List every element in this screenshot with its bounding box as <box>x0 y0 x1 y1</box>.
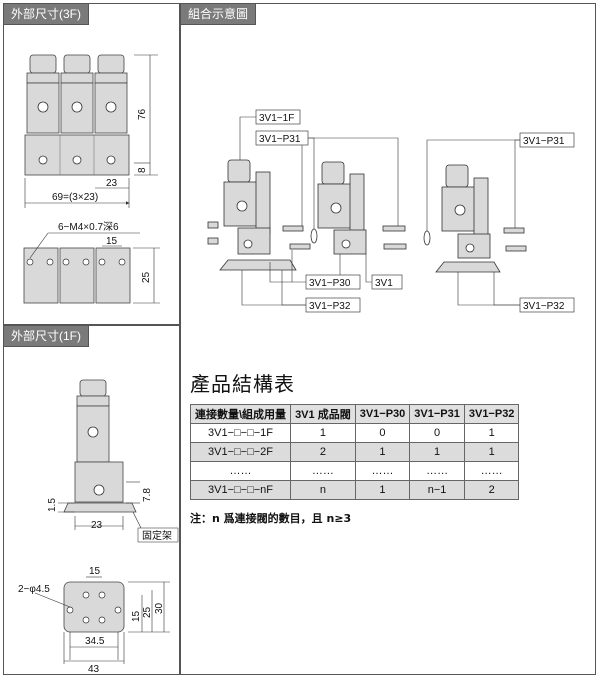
section-tab-ext-3f: 外部尺寸(3F) <box>3 3 89 25</box>
table-cell: 1 <box>463 423 520 443</box>
header-cell: 3V1−P32 <box>463 404 520 424</box>
product-structure-table: 連接數量\組成用量 3V1 成品閥 3V1−P30 3V1−P31 3V1−P3… <box>189 404 520 500</box>
dim-width-1f: 23 <box>91 520 103 531</box>
table-row: 3V1−□−□−2F 2 1 1 1 <box>189 442 520 462</box>
table-cell: 1 <box>463 442 520 462</box>
table-cell: …… <box>463 461 520 481</box>
table-cell: n <box>290 480 356 500</box>
label-3v1: 3V1 <box>375 278 393 289</box>
panel-assembly <box>180 3 596 675</box>
dim-hole-pitch-3f: 15 <box>106 236 118 247</box>
table-row: 3V1−□−□−nF n 1 n−1 2 <box>189 480 520 500</box>
dim-thread-3f: 6−M4×0.7深6 <box>58 221 119 233</box>
table-cell: 2 <box>290 442 356 462</box>
product-structure-title: 產品結構表 <box>190 372 295 396</box>
assembly-diagram <box>207 109 575 313</box>
table-cell: …… <box>189 461 292 481</box>
table-cell: 1 <box>354 442 411 462</box>
table-cell: …… <box>290 461 356 481</box>
dim-h1-1f: 1.5 <box>47 498 58 512</box>
header-cell: 3V1−P31 <box>409 404 465 424</box>
table-cell: …… <box>409 461 465 481</box>
table-cell: 3V1−□−□−2F <box>189 442 292 462</box>
panel-ext-3f <box>3 3 180 325</box>
label-3v1-p32-left: 3V1−P32 <box>309 301 351 312</box>
dim-depth-3f: 25 <box>141 271 152 283</box>
dim-height-3f: 76 <box>137 108 148 120</box>
panel-ext-1f <box>3 325 180 675</box>
dim-lines-3f <box>24 54 158 208</box>
table-cell: 1 <box>290 423 356 443</box>
header-cell: 連接數量\組成用量 <box>189 404 292 424</box>
table-cell: 2 <box>463 480 520 500</box>
valve-1f-front <box>63 379 137 513</box>
label-3v1-1f: 3V1−1F <box>259 113 294 124</box>
table-cell: 3V1−□−□−nF <box>189 480 292 500</box>
valve-3f-front <box>24 54 130 176</box>
section-tab-ext-1f: 外部尺寸(1F) <box>3 325 89 347</box>
dim-d3-1f: 30 <box>154 602 165 614</box>
table-cell: 0 <box>409 423 465 443</box>
valve-1f-bottom <box>63 581 125 633</box>
header-cell: 3V1 成品閥 <box>290 404 356 424</box>
dim-width-3f: 69=(3×23) <box>52 192 98 203</box>
label-3v1-p30: 3V1−P30 <box>309 278 351 289</box>
dim-lines-1f-bottom <box>34 576 170 664</box>
label-3v1-p31-left: 3V1−P31 <box>259 134 301 145</box>
dim-holes-1f: 2−φ4.5 <box>18 584 50 595</box>
table-cell: 0 <box>354 423 411 443</box>
dim-lines-1f <box>58 481 143 531</box>
dim-w1-1f: 34.5 <box>85 636 105 647</box>
header-cell: 3V1−P30 <box>354 404 411 424</box>
table-row: …… …… …… …… …… <box>189 461 520 481</box>
section-tab-assembly: 組合示意圖 <box>180 3 257 25</box>
label-3v1-p32-right: 3V1−P32 <box>523 301 565 312</box>
bracket-label-box <box>137 527 179 543</box>
valve-3f-bottom <box>23 247 131 304</box>
dim-h2-1f: 7.8 <box>142 488 153 502</box>
table-cell: n−1 <box>409 480 465 500</box>
table-cell: 3V1−□−□−1F <box>189 423 292 443</box>
table-note: 注：n 爲連接閥的數目，且 n≥3 <box>190 512 352 525</box>
label-3v1-p31-right: 3V1−P31 <box>523 136 565 147</box>
dim-pitch-3f: 23 <box>106 178 118 189</box>
table-cell: 1 <box>409 442 465 462</box>
table-cell: …… <box>354 461 411 481</box>
table-header-row: 連接數量\組成用量 3V1 成品閥 3V1−P30 3V1−P31 3V1−P3… <box>189 404 520 424</box>
dim-d2-1f: 25 <box>142 606 153 618</box>
dim-base-3f: 8 <box>137 167 148 173</box>
dim-w2-1f: 43 <box>88 664 100 675</box>
dim-lines-3f-bottom <box>29 232 160 304</box>
bracket-label: 固定架 <box>142 529 172 542</box>
dim-hp-1f: 15 <box>89 566 101 577</box>
table-row: 3V1−□−□−1F 1 0 0 1 <box>189 423 520 443</box>
dim-d1-1f: 15 <box>131 610 142 622</box>
table-cell: 1 <box>354 480 411 500</box>
